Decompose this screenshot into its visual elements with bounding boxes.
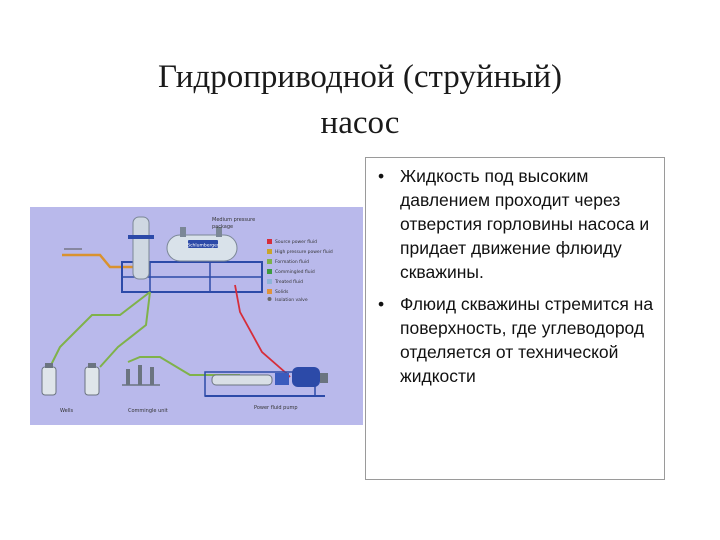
- label-comingle: Commingle unit: [128, 408, 168, 414]
- bullet-item-1: • Жидкость под высоким давлением проходи…: [378, 164, 654, 284]
- label-pump: Power fluid pump: [254, 405, 298, 411]
- legend-item: Isolation valve: [275, 297, 308, 303]
- legend-item: Solids: [275, 289, 289, 295]
- label-wells: Wells: [60, 408, 74, 414]
- wellhead-2: [84, 363, 100, 396]
- bullet-marker: •: [378, 294, 385, 314]
- legend-item: Commingled fluid: [275, 269, 315, 275]
- header-label: Medium pressure: [212, 217, 255, 223]
- legend-item: Treated fluid: [274, 279, 303, 285]
- bullet-text: Флюид скважины стремится на поверхность,…: [400, 294, 654, 386]
- legend-item: Source power fluid: [275, 239, 317, 245]
- slide-title: Гидроприводной (струйный) насос: [60, 54, 660, 146]
- legend-item: Formation fluid: [275, 259, 309, 265]
- bullet-text-box: • Жидкость под высоким давлением проходи…: [365, 157, 665, 480]
- jet-pump-diagram: Schlumberger Medium pressure package Sou…: [30, 207, 363, 425]
- header-label-2: package: [212, 224, 233, 230]
- vertical-separator: [132, 216, 150, 280]
- bullet-marker: •: [378, 166, 385, 186]
- wellhead-1: [41, 363, 57, 396]
- tank-logo: Schlumberger: [187, 243, 219, 249]
- return-line-2: [99, 291, 151, 368]
- commingle-unit: [122, 365, 160, 386]
- diagram-legend: Source power fluid High pressure power f…: [267, 239, 333, 303]
- power-fluid-pump: [204, 367, 328, 397]
- return-line-3: [127, 356, 240, 376]
- title-line-2: насос: [320, 105, 400, 142]
- legend-item: High pressure power fluid: [275, 249, 333, 255]
- title-line-1: Гидроприводной (струйный): [157, 59, 563, 96]
- bullet-text: Жидкость под высоким давлением проходит …: [400, 166, 650, 282]
- return-line-1: [49, 291, 151, 368]
- diagram-illustration: Schlumberger Medium pressure package Sou…: [30, 207, 363, 425]
- bullet-item-2: • Флюид скважины стремится на поверхност…: [378, 292, 654, 388]
- inlet-pipe: [62, 253, 140, 269]
